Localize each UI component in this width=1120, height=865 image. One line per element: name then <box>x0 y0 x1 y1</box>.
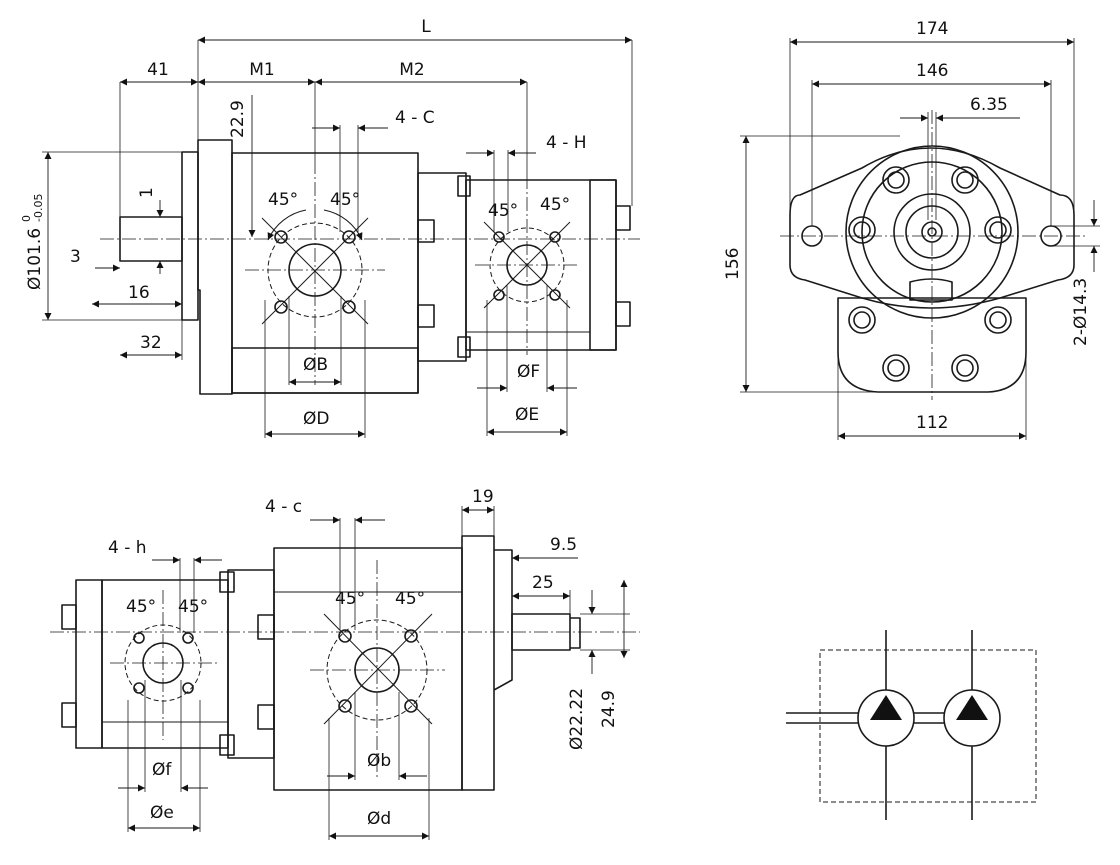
dim-19: 19 <box>472 487 494 507</box>
dim-6-35: 6.35 <box>970 95 1008 115</box>
dim-24-9: 24.9 <box>599 690 619 728</box>
angle-45-a: 45° <box>268 190 298 210</box>
dim-pilot-tol-upper: 0 <box>20 215 33 222</box>
dim-pilot-diameter: Ø101.6 <box>25 228 45 290</box>
dim-b: Øb <box>367 751 391 771</box>
angle-45-e: 45° <box>126 597 156 617</box>
dim-B: ØB <box>303 355 328 375</box>
mounting-flange <box>197 139 233 395</box>
dim-41: 41 <box>147 60 169 80</box>
dim-M2: M2 <box>399 60 424 80</box>
bottom-side-view: 4 - c 4 - h 19 9.5 25 Ø22.22 24.9 45° 45… <box>50 487 640 840</box>
dim-1: 1 <box>137 187 157 198</box>
dim-22-9: 22.9 <box>228 100 248 138</box>
dim-146: 146 <box>916 61 948 81</box>
dim-pilot-tol-lower: -0.05 <box>32 194 45 222</box>
dim-112: 112 <box>916 413 948 433</box>
dim-2-dia-14-3: 2-Ø14.3 <box>1071 278 1091 346</box>
dim-e: Øe <box>150 803 174 823</box>
second-pump-body-bottom <box>101 579 229 749</box>
adapter-block <box>417 172 467 362</box>
dim-25: 25 <box>532 573 554 593</box>
dim-16: 16 <box>128 283 150 303</box>
top-side-view: L 41 M1 M2 22.9 4 - C 4 - H Ø101.6 0 -0.… <box>20 17 640 438</box>
dim-F: ØF <box>517 362 540 382</box>
dim-174: 174 <box>916 19 948 39</box>
mounting-flange-bottom <box>461 535 513 791</box>
dim-L: L <box>421 17 431 37</box>
angle-45-g: 45° <box>335 589 365 609</box>
front-end-view: 174 146 6.35 156 2-Ø14.3 112 <box>723 19 1100 440</box>
pilot-flange <box>181 151 199 321</box>
angle-45-f: 45° <box>178 597 208 617</box>
dim-3: 3 <box>70 247 81 267</box>
dim-M1: M1 <box>249 60 274 80</box>
bolt-heads <box>848 166 1012 382</box>
hydraulic-symbol <box>786 630 1037 820</box>
dim-d: Ød <box>367 809 391 829</box>
dim-D: ØD <box>303 409 329 429</box>
dim-4-C: 4 - C <box>395 108 435 128</box>
dim-4-h: 4 - h <box>108 538 147 558</box>
dim-32: 32 <box>140 333 162 353</box>
symbol-boundary <box>819 649 1037 803</box>
dim-9-5: 9.5 <box>550 535 577 555</box>
dim-4-H: 4 - H <box>546 133 587 153</box>
angle-45-b: 45° <box>330 190 360 210</box>
angle-45-h: 45° <box>395 589 425 609</box>
dim-4-c: 4 - c <box>265 497 302 517</box>
dim-E: ØE <box>515 405 539 425</box>
angle-45-d: 45° <box>540 195 570 215</box>
angle-45-c: 45° <box>488 201 518 221</box>
dim-dia-22-22: Ø22.22 <box>567 688 587 750</box>
dim-f: Øf <box>152 760 172 780</box>
flow-direction-icon <box>870 695 902 720</box>
flow-direction-icon <box>956 695 988 720</box>
rear-body <box>837 297 1027 393</box>
dim-156: 156 <box>723 248 743 280</box>
